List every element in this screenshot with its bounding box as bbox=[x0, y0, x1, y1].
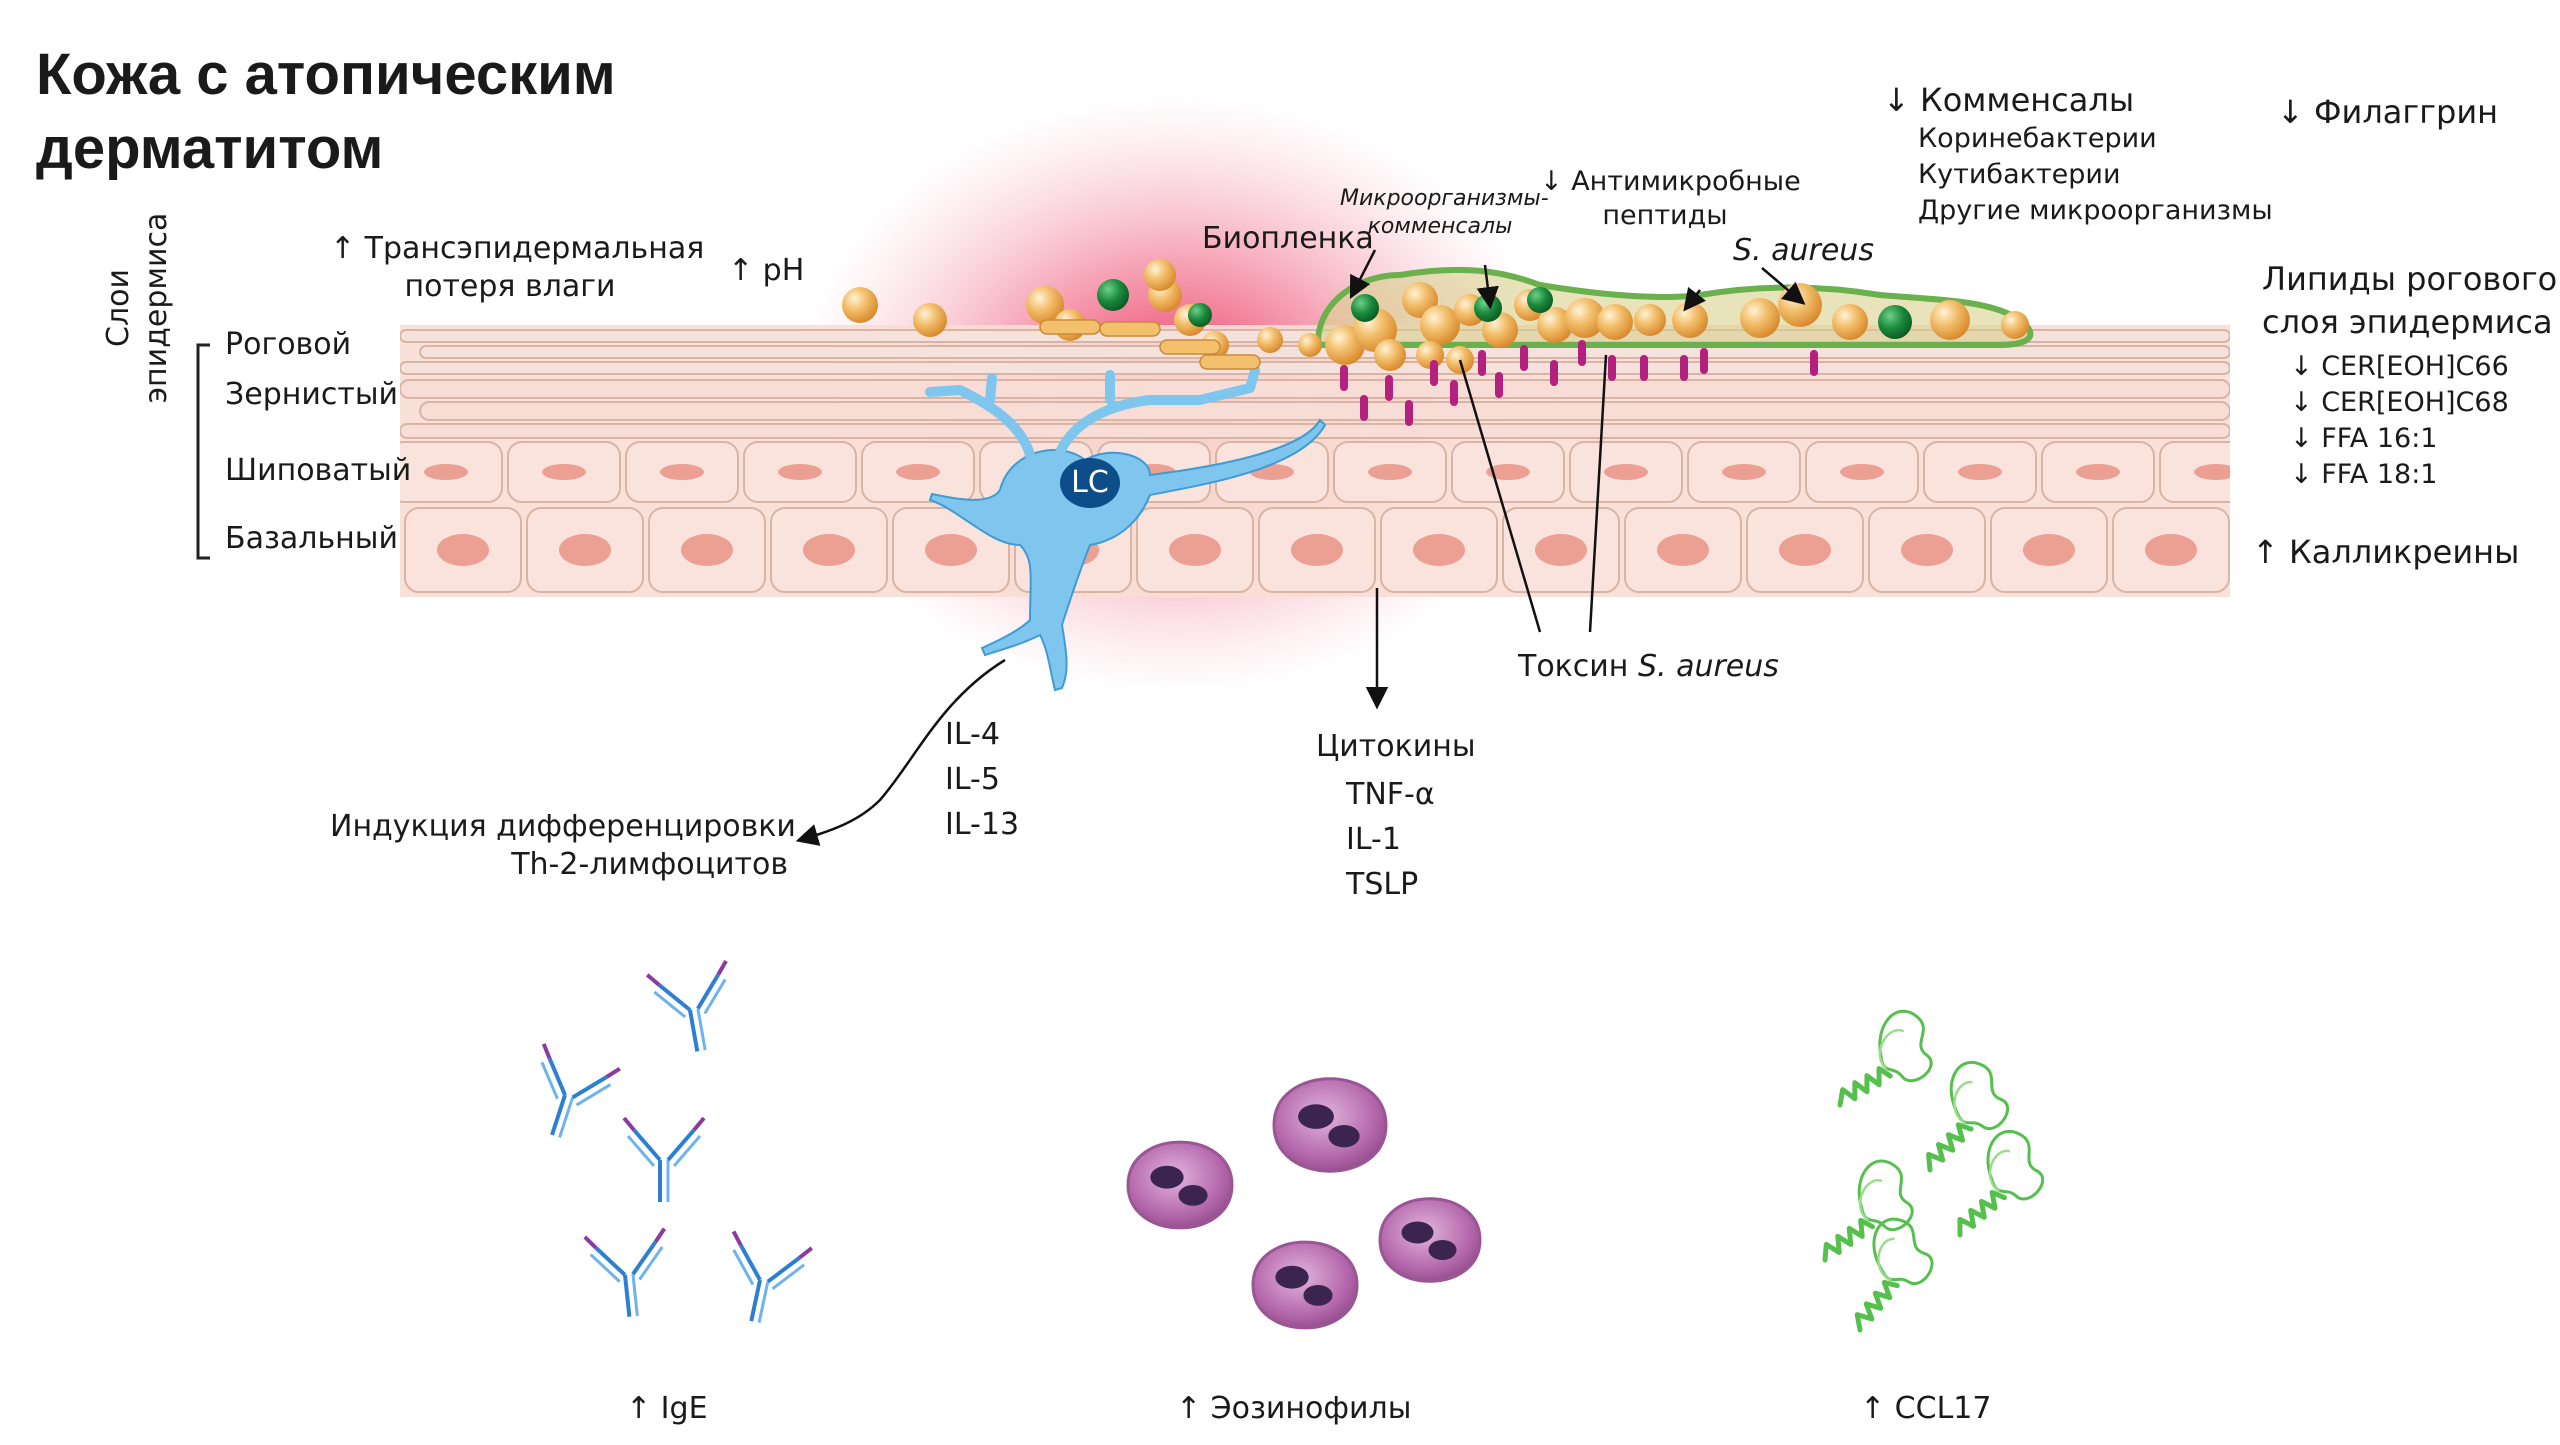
ccl17-label: ↑ CCL17 bbox=[1860, 1391, 1992, 1426]
lipid-item: ↓ FFA 18:1 bbox=[2290, 459, 2438, 490]
layer-granulosum-label: Зернистый bbox=[225, 377, 398, 412]
layer-basale-label: Базальный bbox=[225, 521, 398, 556]
toxin-label: Токсин S. aureus bbox=[1518, 649, 1779, 684]
lipid-item: ↓ FFA 16:1 bbox=[2290, 423, 2438, 454]
pointers bbox=[1349, 249, 1806, 633]
lc-to-th2-arrow bbox=[795, 658, 1006, 846]
ige-label: ↑ IgE bbox=[626, 1391, 708, 1426]
ccl17-chemokines bbox=[1795, 1004, 2057, 1341]
layer-spinosum-label: Шиповатый bbox=[225, 453, 412, 488]
stratum-granulosum bbox=[400, 379, 2230, 439]
epidermis bbox=[400, 325, 2230, 597]
layers-group-label: Слои эпидермиса bbox=[101, 212, 174, 404]
page-title: Кожа с атопическим дерматитом bbox=[36, 42, 616, 181]
layer-bracket bbox=[196, 343, 210, 560]
lipid-item: ↓ CER[EOH]C66 bbox=[2290, 351, 2509, 382]
eosinophils-label: ↑ Эозинофилы bbox=[1176, 1391, 1412, 1426]
langerhans-cell bbox=[925, 365, 1327, 692]
biofilm-label: Биопленка bbox=[1202, 221, 1374, 256]
commensal-item: Коринебактерии bbox=[1918, 123, 2157, 154]
filaggrin-label: ↓ Филаггрин bbox=[2277, 93, 2499, 131]
ige-antibodies bbox=[515, 958, 814, 1333]
commensal-item: Кутибактерии bbox=[1918, 159, 2121, 190]
commensals-heading: ↓ Комменсалы bbox=[1883, 81, 2135, 119]
toxins bbox=[1340, 340, 1818, 426]
ph-label: ↑ pH bbox=[728, 253, 805, 288]
commensal-microbes-label: Микроорганизмы-комменсалы bbox=[1340, 186, 1549, 239]
layer-corneum-label: Роговой bbox=[225, 327, 352, 362]
stratum-spinosum bbox=[400, 441, 2230, 503]
lipid-item: ↓ CER[EOH]C68 bbox=[2290, 387, 2509, 418]
cytokines-heading: Цитокины bbox=[1316, 729, 1476, 764]
s-aureus-label: S. aureus bbox=[1733, 233, 1874, 268]
lc-label: LC bbox=[1071, 465, 1109, 500]
commensal-item: Другие микроорганизмы bbox=[1918, 195, 2273, 226]
eosinophils bbox=[1126, 1077, 1482, 1330]
kallikreins-label: ↑ Калликреины bbox=[2252, 533, 2520, 571]
